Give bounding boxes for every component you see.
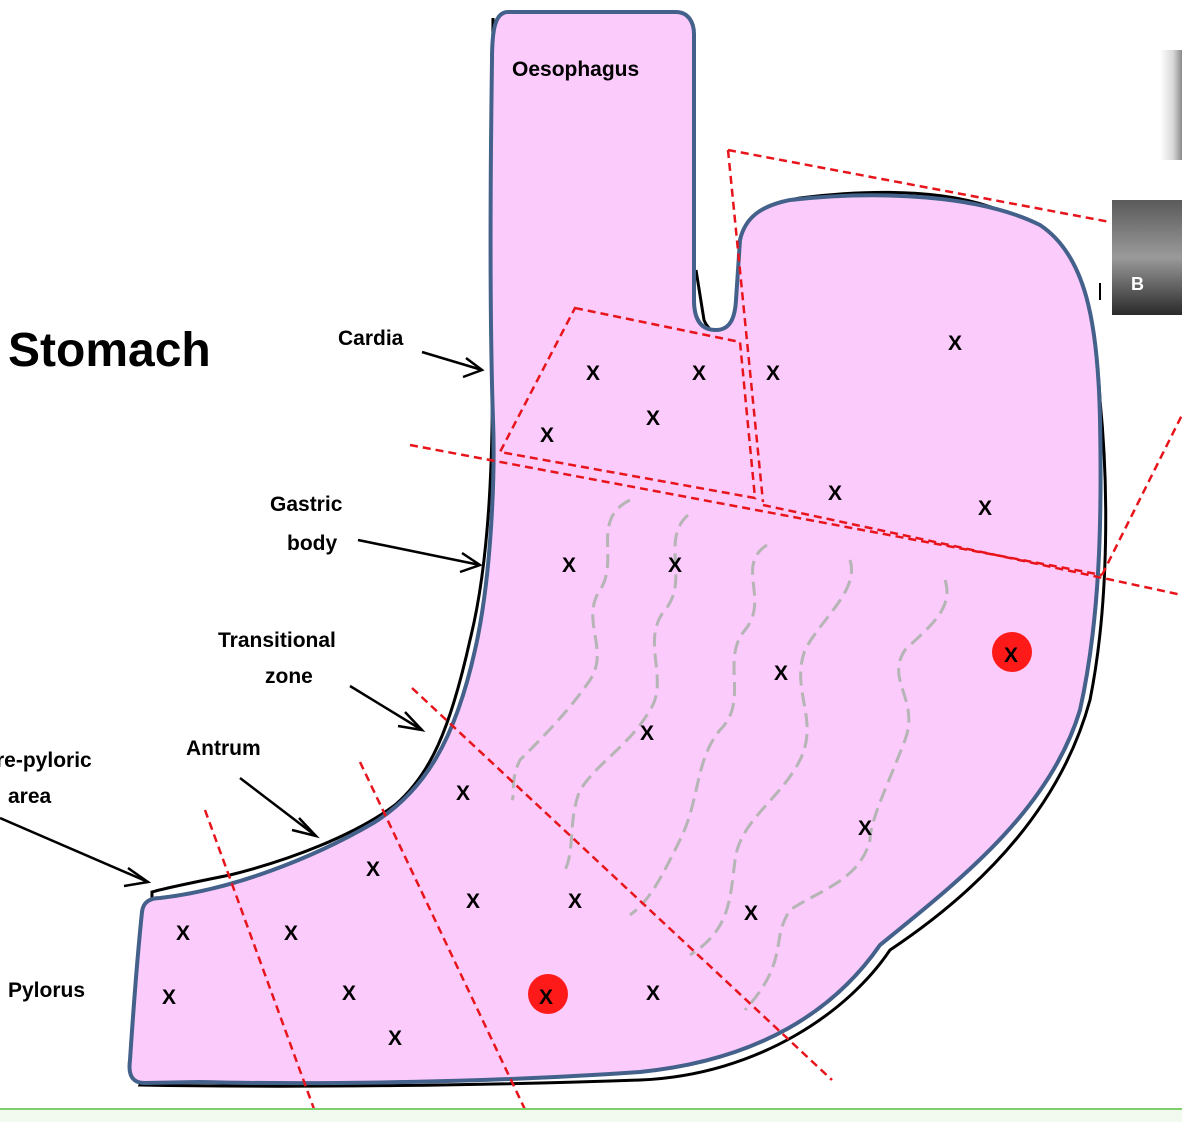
- mark-cardia-2: X: [692, 362, 706, 385]
- mark-antrum-3: X: [342, 982, 356, 1005]
- label-gastric-body-line2: body: [287, 532, 337, 555]
- label-pylorus: Pylorus: [8, 979, 85, 1002]
- mark-cardia-1: X: [586, 362, 600, 385]
- mark-cardia-3: X: [646, 407, 660, 430]
- mark-body-6: X: [858, 817, 872, 840]
- mark-cardia-4: X: [540, 424, 554, 447]
- page-title: Stomach: [8, 324, 211, 377]
- inset-badge: B: [1131, 274, 1144, 294]
- mark-antrum-1: X: [366, 858, 380, 881]
- mark-fundus-2: X: [948, 332, 962, 355]
- mark-transitional-4: X: [539, 986, 553, 1009]
- mark-pylorus-1: X: [176, 922, 190, 945]
- label-oesophagus: Oesophagus: [512, 58, 639, 81]
- mark-fundus-4: X: [978, 497, 992, 520]
- label-prepyloric-line1: Pre-pyloric: [0, 749, 92, 772]
- mark-fundus-1: X: [766, 362, 780, 385]
- mark-body-2: X: [668, 554, 682, 577]
- label-gastric-body-line1: Gastric: [270, 493, 343, 516]
- label-cardia: Cardia: [338, 327, 404, 350]
- mark-body-4: X: [1004, 644, 1018, 667]
- mark-body-3: X: [774, 662, 788, 685]
- stomach-body: [130, 12, 1101, 1083]
- label-prepyloric-line2: area: [8, 785, 52, 808]
- mark-pylorus-2: X: [162, 986, 176, 1009]
- mark-transitional-1: X: [456, 782, 470, 805]
- mark-body-7: X: [744, 902, 758, 925]
- mark-transitional-5: X: [646, 982, 660, 1005]
- mark-fundus-3: X: [828, 482, 842, 505]
- label-transitional-line1: Transitional: [218, 629, 336, 652]
- mark-body-5: X: [640, 722, 654, 745]
- mark-transitional-2: X: [466, 890, 480, 913]
- label-antrum: Antrum: [186, 737, 261, 760]
- mark-antrum-4: X: [388, 1027, 402, 1050]
- mark-antrum-2: X: [284, 922, 298, 945]
- mark-body-1: X: [562, 554, 576, 577]
- label-transitional-line2: zone: [265, 665, 313, 688]
- mark-transitional-3: X: [568, 890, 582, 913]
